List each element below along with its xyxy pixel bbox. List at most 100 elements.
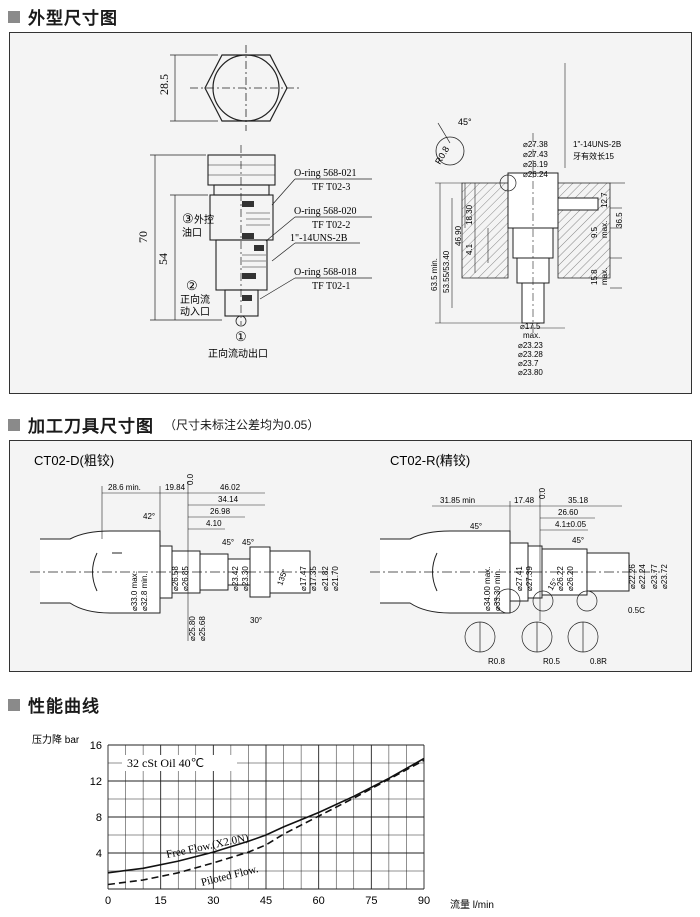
tool-right-diam-0: ⌀34.00 max.	[483, 567, 492, 611]
tool-right-dims	[432, 491, 622, 621]
tool-left-dim-2: 0.0	[186, 473, 195, 485]
dim-70: 70	[136, 231, 150, 243]
tool-left-dim-4: 34.14	[218, 495, 239, 504]
series-piloted-flow-line	[107, 759, 425, 886]
outline-drawing: 28.5	[136, 45, 625, 377]
valve-body-view	[207, 145, 276, 327]
tool-right-note-0: 0.5C	[628, 606, 645, 615]
section-square-icon	[8, 418, 20, 431]
curve-piloted-flow-label: Piloted Flow.	[200, 863, 260, 889]
port1-number: ①	[235, 329, 247, 344]
tool-left-diam-7: ⌀17.35	[309, 566, 318, 591]
section-tools-header: 加工刀具尺寸图 （尺寸未标注公差均为0.05）	[8, 412, 319, 437]
callout-oring-021: O-ring 568-021	[294, 168, 357, 179]
section-square-icon	[8, 698, 20, 711]
curve-free-flow-label: Free Flow.(X2.0N)	[165, 832, 250, 861]
section-perf-header: 性能曲线	[8, 692, 100, 717]
y-tick-label: 4	[96, 848, 102, 860]
chart-series	[107, 757, 425, 886]
tool-left-shape	[30, 530, 335, 614]
callout-thread: 1"-14UNS-2B	[290, 233, 348, 244]
tool-left-diam-8: ⌀21.82	[321, 566, 330, 591]
section-square-icon	[8, 10, 20, 23]
tool-right-dim-2: 0.0	[538, 487, 547, 499]
tool-right-note-2: R0.5	[543, 657, 560, 666]
cavity-d1: ⌀27.38	[523, 140, 548, 149]
tool-right-detail-circles	[464, 588, 599, 653]
tool-left-dim-11: 30°	[250, 616, 262, 625]
cavity-v4: 63.5 min.	[430, 258, 439, 291]
cavity-thread: 1"-14UNS-2B	[573, 140, 621, 149]
callout-oring-018: O-ring 568-018	[294, 267, 357, 278]
tool-left-diam-4: ⌀23.42	[231, 566, 240, 591]
cavity-b1b: max.	[523, 331, 540, 340]
y-tick-label: 16	[90, 740, 102, 752]
callout-tf-t02-2: TF T02-2	[312, 220, 350, 231]
tool-left-diam-9: ⌀21.70	[331, 566, 340, 591]
cavity-r2: 9.5	[590, 226, 599, 238]
tool-left-dim-9: 45°	[242, 538, 254, 547]
tool-right-diam-7: ⌀22.24	[638, 564, 647, 589]
port1-label: 正向流动出口	[208, 347, 268, 360]
tool-right-note-3: 0.8R	[590, 657, 607, 666]
tool-left-diam-6: ⌀17.47	[299, 566, 308, 591]
tool-right-dim-3: 35.18	[568, 496, 589, 505]
body-dimension-lines	[150, 154, 222, 321]
x-tick-label: 60	[313, 895, 325, 907]
tool-left-dim-7: 42°	[143, 512, 155, 521]
callout-tf-t02-1: TF T02-1	[312, 281, 350, 292]
tool-left-diam-5: ⌀23.30	[241, 566, 250, 591]
cavity-d3: ⌀26.19	[523, 160, 548, 169]
x-tick-label: 90	[418, 895, 430, 907]
cavity-v3: 4.1	[465, 243, 474, 255]
port2-number: ②	[186, 278, 198, 293]
tool-right-dim-1: 17.48	[514, 496, 535, 505]
tool-right-diam-8: ⌀23.77	[650, 564, 659, 589]
chart-ylabel: 压力降 bar	[32, 733, 80, 746]
cavity-b5: ⌀23.80	[518, 368, 543, 377]
series-free-flow-line	[107, 757, 425, 874]
section-outline-header: 外型尺寸图	[8, 4, 118, 29]
tool-right-dim-7: 45°	[572, 536, 584, 545]
cavity-v1: 18.30	[465, 204, 474, 225]
dim-54: 54	[156, 253, 170, 265]
cavity-r3: 36.5	[615, 212, 624, 228]
cavity-r1: 12.7	[600, 192, 609, 208]
section-tools-note: （尺寸未标注公差均为0.05）	[164, 418, 320, 432]
legend-box	[122, 755, 237, 771]
cavity-r4: 15.8	[590, 269, 599, 285]
cavity-r4b: max.	[600, 268, 609, 285]
tool-right-dim-0: 31.85 min	[440, 496, 475, 505]
section-tools-title: 加工刀具尺寸图	[28, 417, 154, 436]
tool-right-diam-3: ⌀27.39	[525, 566, 534, 591]
tool-left-diam-1: ⌀32.8 min.	[140, 573, 149, 611]
port3-number: ③	[182, 211, 194, 226]
port2-label-2: 动入口	[180, 306, 210, 318]
tools-drawing: CT02-D(粗铰) CT02-R(精铰) 28.6 min.	[30, 453, 669, 666]
tool-right-note-1: R0.8	[488, 657, 505, 666]
tool-right-diam-1: ⌀33.30 min.	[493, 569, 502, 611]
tool-right-dim-5: 4.1±0.05	[555, 520, 587, 529]
cavity-v2: 46.90	[454, 225, 463, 246]
cavity-b2: ⌀23.23	[518, 341, 543, 350]
tool-left-dims	[101, 481, 265, 641]
tool-right-dim-6: 45°	[470, 522, 482, 531]
tool-left-title: CT02-D(粗铰)	[34, 453, 114, 468]
tool-left-dim-8: 45°	[222, 538, 234, 547]
cavity-d4: ⌀26.24	[523, 170, 548, 179]
tool-right-diam-4: ⌀26.22	[556, 566, 565, 591]
cavity-b3: ⌀23.28	[518, 350, 543, 359]
tool-left-diam-3: ⌀26.85	[181, 566, 190, 591]
tool-right-title: CT02-R(精铰)	[390, 453, 470, 468]
hex-dimension: 28.5	[157, 74, 171, 95]
tool-right-diam-2: ⌀27.41	[515, 566, 524, 591]
section-outline-title: 外型尺寸图	[28, 9, 118, 28]
callout-leaders	[259, 178, 372, 300]
callout-tf-t02-3: TF T02-3	[312, 182, 350, 193]
x-tick-label: 75	[365, 895, 377, 907]
tool-left-diam-10: ⌀25.80	[188, 616, 197, 641]
tool-right-shape	[370, 530, 660, 614]
callout-oring-020: O-ring 568-020	[294, 206, 357, 217]
